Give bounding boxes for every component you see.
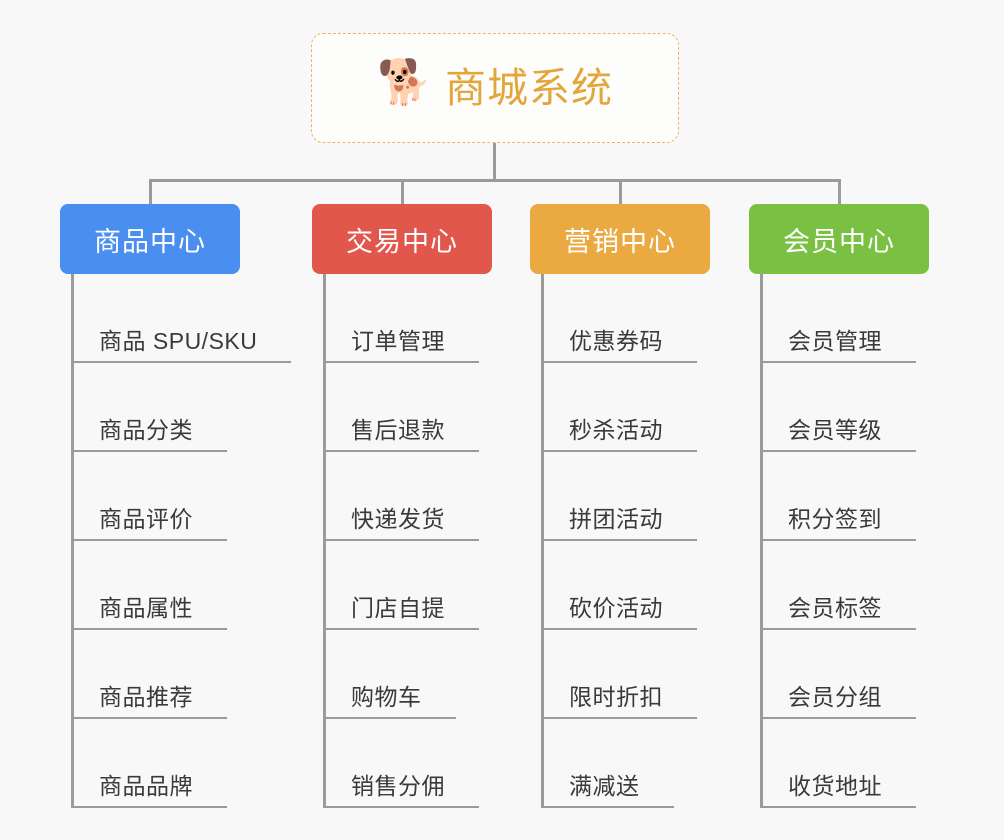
drop-connector-2 [401,179,404,205]
root-stem-connector [493,143,496,181]
drop-connector-1 [149,179,152,205]
leaf-stack-member-center: 会员管理 会员等级 积分签到 会员标签 会员分组 收货地址 [749,274,929,808]
leaf-label: 商品品牌 [99,773,193,799]
list-item[interactable]: 快递发货 [312,452,492,541]
list-item[interactable]: 销售分佣 [312,719,492,808]
leaf-stack-marketing-center: 优惠券码 秒杀活动 拼团活动 砍价活动 限时折扣 满减送 [530,274,710,808]
leaf-label: 限时折扣 [569,684,663,710]
leaf-stack-product-center: 商品 SPU/SKU 商品分类 商品评价 商品属性 商品推荐 商品品牌 [60,274,292,808]
list-item[interactable]: 会员分组 [749,630,929,719]
branch-header-label: 交易中心 [346,226,458,257]
list-item[interactable]: 门店自提 [312,541,492,630]
list-item[interactable]: 积分签到 [749,452,929,541]
branch-trunk-line [323,274,326,808]
leaf-label: 优惠券码 [569,328,663,354]
leaf-label: 砍价活动 [569,595,663,621]
branch-trunk-line [760,274,763,808]
branch-column-transaction-center: 交易中心 订单管理 售后退款 快递发货 门店自提 购物车 销售分佣 [312,204,492,808]
list-item[interactable]: 商品属性 [60,541,291,630]
leaf-label: 购物车 [351,684,422,710]
list-item[interactable]: 限时折扣 [530,630,710,719]
leaf-label: 销售分佣 [351,773,445,799]
list-item[interactable]: 会员等级 [749,363,929,452]
branch-column-marketing-center: 营销中心 优惠券码 秒杀活动 拼团活动 砍价活动 限时折扣 满减送 [530,204,710,808]
leaf-label: 会员等级 [788,417,882,443]
branch-header-member-center[interactable]: 会员中心 [749,204,929,274]
list-item[interactable]: 优惠券码 [530,274,710,363]
branch-trunk-line [541,274,544,808]
list-item[interactable]: 秒杀活动 [530,363,710,452]
list-item[interactable]: 会员标签 [749,541,929,630]
list-item[interactable]: 购物车 [312,630,492,719]
horizontal-bus-connector [150,179,840,182]
leaf-label: 会员标签 [788,595,882,621]
branch-header-label: 会员中心 [783,226,895,257]
leaf-label: 积分签到 [788,506,882,532]
list-item[interactable]: 商品推荐 [60,630,291,719]
list-item[interactable]: 订单管理 [312,274,492,363]
leaf-label: 商品分类 [99,417,193,443]
leaf-label: 会员管理 [788,328,882,354]
list-item[interactable]: 售后退款 [312,363,492,452]
list-item[interactable]: 会员管理 [749,274,929,363]
leaf-label: 商品属性 [99,595,193,621]
branch-header-product-center[interactable]: 商品中心 [60,204,240,274]
leaf-label: 秒杀活动 [569,417,663,443]
list-item[interactable]: 商品分类 [60,363,291,452]
leaf-label: 拼团活动 [569,506,663,532]
list-item[interactable]: 砍价活动 [530,541,710,630]
list-item[interactable]: 商品品牌 [60,719,291,808]
root-node-title: 商城系统 [445,64,613,111]
dog-face-icon: 🐕 [377,58,432,107]
leaf-label: 收货地址 [788,773,882,799]
leaf-label: 商品 SPU/SKU [99,328,258,354]
branch-header-label: 营销中心 [564,226,676,257]
list-item[interactable]: 拼团活动 [530,452,710,541]
leaf-label: 商品评价 [99,506,193,532]
root-node-shopping-mall-system[interactable]: 🐕 商城系统 [311,33,679,143]
leaf-label: 售后退款 [351,417,445,443]
leaf-stack-transaction-center: 订单管理 售后退款 快递发货 门店自提 购物车 销售分佣 [312,274,492,808]
branch-header-label: 商品中心 [94,226,206,257]
leaf-label: 快递发货 [351,506,445,532]
list-item[interactable]: 商品 SPU/SKU [60,274,292,363]
branch-header-marketing-center[interactable]: 营销中心 [530,204,710,274]
list-item[interactable]: 商品评价 [60,452,291,541]
branch-column-product-center: 商品中心 商品 SPU/SKU 商品分类 商品评价 商品属性 商品推荐 商品品牌 [60,204,292,808]
drop-connector-4 [838,179,841,205]
list-item[interactable]: 收货地址 [749,719,929,808]
list-item[interactable]: 满减送 [530,719,710,808]
leaf-label: 商品推荐 [99,684,193,710]
branch-trunk-line [71,274,74,808]
branch-column-member-center: 会员中心 会员管理 会员等级 积分签到 会员标签 会员分组 收货地址 [749,204,929,808]
leaf-label: 会员分组 [788,684,882,710]
leaf-label: 门店自提 [351,595,445,621]
drop-connector-3 [619,179,622,205]
leaf-label: 订单管理 [351,328,445,354]
branch-header-transaction-center[interactable]: 交易中心 [312,204,492,274]
leaf-label: 满减送 [569,773,640,799]
